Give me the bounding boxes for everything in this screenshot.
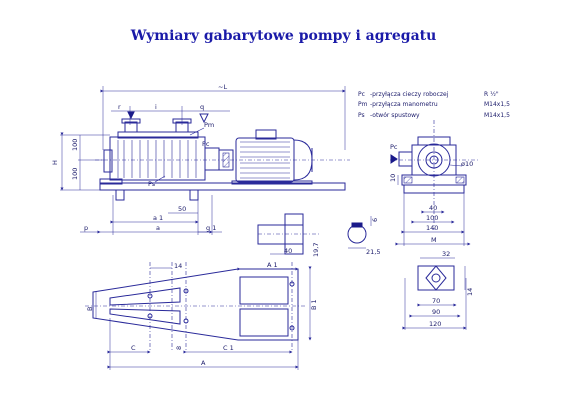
dim-p: p: [84, 224, 88, 232]
dim-50: 50: [178, 205, 186, 213]
dim-100-lower: 100: [71, 168, 79, 180]
dim-a1: a 1: [153, 214, 163, 222]
dim-g1: g 1: [206, 224, 216, 232]
dim-i: i: [155, 103, 157, 111]
dim-B: B: [86, 307, 94, 311]
dim-M: M: [431, 236, 437, 244]
motor-pad-upper: [239, 276, 289, 305]
dim-32: 32: [442, 250, 450, 258]
legend-size-ps: M14x1,5: [484, 112, 510, 119]
dim-A: A: [201, 359, 206, 367]
dim-6: 6: [371, 218, 379, 222]
dim-90: 90: [432, 308, 440, 316]
pump-casing-circle: [417, 143, 451, 177]
legend-size-pm: M14x1,5: [484, 101, 510, 108]
dim-100-upper: 100: [71, 139, 79, 151]
dim-140-front: 140: [426, 224, 438, 232]
dim-14-base: 14: [174, 262, 182, 270]
label-pm: Pm: [204, 121, 214, 129]
legend-desc-pm: -przyłącza manometru: [370, 101, 438, 108]
front-label-pc: Pc: [390, 143, 398, 151]
foot-detail: 32 14 70 90 120: [402, 250, 474, 330]
dim-120: 120: [429, 320, 441, 328]
legend-size-pc: R ½": [484, 91, 499, 98]
dim-q: q: [200, 103, 204, 111]
dim-C: C: [131, 344, 136, 352]
base-plan-view: 14 A 1 B B 1 8 C C 1 A: [85, 261, 318, 370]
dim-40-shaft: 40: [284, 247, 292, 255]
connection-legend: Pc -przyłącza cieczy roboczej R ½" Pm -p…: [358, 91, 510, 119]
dim-a: a: [156, 224, 160, 232]
shaft-end-detail: 40 19,7 21,5 6: [257, 213, 380, 257]
legend-code-ps: Ps: [358, 112, 365, 119]
motor-pad-lower: [239, 308, 289, 337]
dim-21-5: 21,5: [366, 248, 380, 256]
coupling: [218, 149, 234, 171]
front-view: Pc ø10 10 40 100 140 M: [389, 120, 480, 246]
dim-A1: A 1: [267, 261, 278, 269]
dim-phi10: ø10: [461, 160, 473, 168]
side-view: ~L r i q Pm Pc Ps: [51, 83, 350, 235]
dim-8: 8: [175, 346, 183, 350]
legend-desc-pc: -przyłącza cieczy roboczej: [370, 91, 449, 98]
legend-code-pm: Pm: [358, 101, 368, 108]
dim-L: ~L: [218, 83, 227, 91]
dim-70: 70: [432, 297, 440, 305]
shaft-end: [257, 224, 304, 245]
shaft-section: [347, 224, 367, 244]
electric-motor: [235, 137, 295, 183]
dim-40-front: 40: [429, 204, 437, 212]
dim-r: r: [118, 103, 121, 111]
dim-14-foot: 14: [466, 288, 474, 296]
dim-B1: B 1: [310, 299, 318, 310]
dim-C1: C 1: [223, 344, 234, 352]
dim-100-front: 100: [426, 214, 438, 222]
foot-flange: [425, 265, 447, 291]
base-frame: [99, 182, 346, 191]
label-ps: Ps: [148, 180, 156, 188]
dim-19-7: 19,7: [312, 243, 320, 257]
legend-code-pc: Pc: [358, 91, 365, 98]
label-pc: Pc: [202, 140, 210, 148]
dim-10: 10: [389, 174, 397, 182]
dim-H: H: [51, 160, 59, 165]
legend-desc-ps: -otwór spustowy: [370, 112, 420, 119]
page-title: Wymiary gabarytowe pompy i agregatu: [130, 28, 437, 44]
